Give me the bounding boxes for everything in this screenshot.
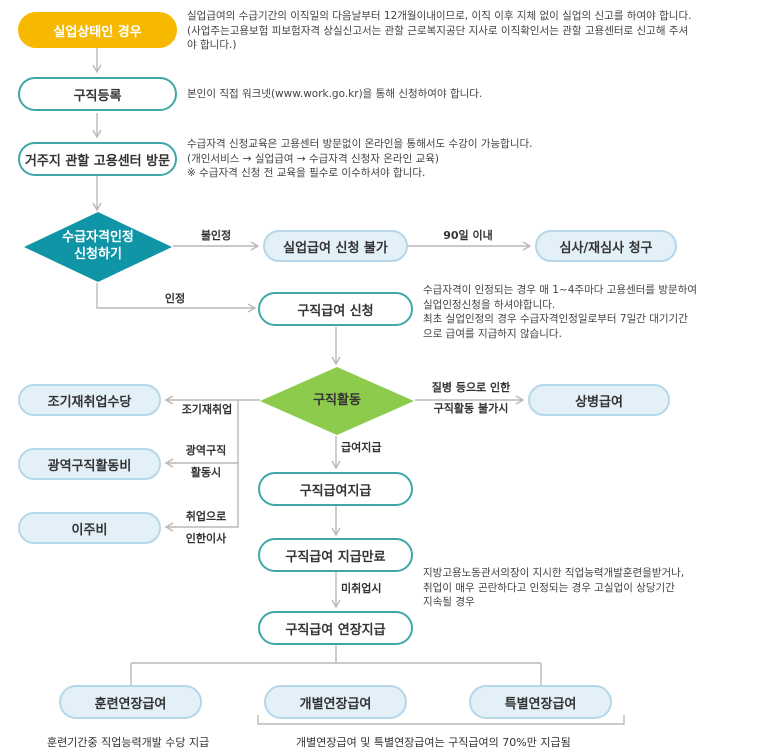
step-payment: 구직급여지급 bbox=[258, 472, 413, 506]
step-early-bonus-label: 조기재취업수당 bbox=[47, 394, 132, 410]
job-search-diamond bbox=[260, 367, 414, 435]
step-unemployed: 실업상태인 경우 bbox=[18, 12, 177, 48]
step-special-ext: 특별연장급여 bbox=[469, 685, 612, 719]
decision-diamond bbox=[24, 212, 172, 282]
step-individual-ext: 개별연장급여 bbox=[264, 685, 407, 719]
step-extension-label: 구직급여 연장지급 bbox=[285, 622, 386, 638]
note-register: 본인이 직접 워크넷(www.work.go.kr)을 통해 신청하여야 합니다… bbox=[187, 87, 687, 102]
step-payment-label: 구직급여지급 bbox=[299, 483, 372, 499]
step-apply-benefit: 구직급여 신청 bbox=[258, 292, 413, 326]
note-visit: 수급자격 신청교육은 고용센터 방문없이 온라인을 통해서도 수강이 가능합니다… bbox=[187, 137, 687, 181]
label-benefit-paid: 급여지급 bbox=[341, 441, 382, 454]
step-visit-label: 거주지 관할 고용센터 방문 bbox=[24, 153, 171, 169]
step-extension: 구직급여 연장지급 bbox=[258, 611, 413, 645]
caption-bracket bbox=[257, 715, 625, 725]
step-early-bonus: 조기재취업수당 bbox=[18, 384, 161, 416]
step-sick-benefit: 상병급여 bbox=[528, 384, 670, 416]
step-apply-benefit-label: 구직급여 신청 bbox=[297, 303, 374, 319]
note-visit-line3: ※ 수급자격 신청 전 교육을 필수로 이수하셔야 합니다. bbox=[187, 167, 426, 179]
job-search-label: 구직활동 bbox=[313, 392, 361, 408]
label-illness: 질병 등으로 인한 구직활동 불가시 bbox=[416, 380, 526, 417]
label-early-reemploy: 조기재취업 bbox=[181, 403, 233, 416]
step-special-ext-label: 특별연장급여 bbox=[504, 696, 577, 712]
note-apply-benefit-line1: 수급자격이 인정되는 경우 매 1~4주마다 고용센터를 방문하여 bbox=[423, 284, 698, 296]
label-illness-line1: 질병 등으로 인한 bbox=[431, 381, 511, 394]
note-apply-benefit-line4: 으로 급여를 지급하지 않습니다. bbox=[423, 327, 562, 340]
label-within-90: 90일 이내 bbox=[443, 229, 493, 242]
label-wide-area: 광역구직 활동시 bbox=[182, 443, 230, 481]
step-not-allowed-label: 실업급여 신청 불가 bbox=[283, 240, 388, 256]
step-wide-area: 광역구직활동비 bbox=[18, 448, 161, 480]
note-apply-benefit-line3: 최초 실업인정의 경우 수급자격인정일로부터 7일간 대기기간 bbox=[423, 313, 688, 325]
arrow-jobsearch-relocate bbox=[164, 463, 239, 532]
step-unemployed-label: 실업상태인 경우 bbox=[53, 24, 142, 40]
caption-training: 훈련기간중 직업능력개발 수당 지급 bbox=[47, 736, 210, 749]
note-expiry-line1: 지방고용노동관서의장이 지시한 직업능력개발훈련을받거나, bbox=[423, 567, 685, 579]
step-register-label: 구직등록 bbox=[73, 88, 122, 104]
job-search-label-wrap: 구직활동 bbox=[259, 366, 415, 436]
step-not-allowed: 실업급여 신청 불가 bbox=[263, 230, 408, 262]
note-visit-line2: (개인서비스 → 실업급여 → 수급자격 신청자 온라인 교육) bbox=[187, 152, 440, 165]
step-individual-ext-label: 개별연장급여 bbox=[299, 696, 372, 712]
note-unemployed-line3: 야 합니다.) bbox=[187, 39, 237, 51]
decision-label-line2: 신청하기 bbox=[74, 247, 122, 262]
step-training-ext-label: 훈련연장급여 bbox=[94, 696, 167, 712]
decision-label-line1: 수급자격인정 bbox=[62, 230, 134, 246]
step-training-ext: 훈련연장급여 bbox=[59, 685, 202, 719]
note-unemployed-line2: (사업주는고용보험 피보험자격 상실신고서는 관할 근로복지공단 지사로 이직확… bbox=[187, 24, 689, 37]
label-illness-line2: 구직활동 불가시 bbox=[433, 402, 509, 415]
caption-extension: 개별연장급여 및 특별연장급여는 구직급여의 70%만 지급됨 bbox=[296, 736, 571, 749]
note-expiry: 지방고용노동관서의장이 지시한 직업능력개발훈련을받거나, 취업이 매우 곤란하… bbox=[423, 566, 778, 610]
note-apply-benefit: 수급자격이 인정되는 경우 매 1~4주마다 고용센터를 방문하여 실업인정신청… bbox=[423, 283, 778, 341]
label-not-employed: 미취업시 bbox=[341, 582, 382, 595]
step-review: 심사/재심사 청구 bbox=[535, 230, 677, 262]
label-wide-area-line1: 광역구직 bbox=[185, 444, 227, 457]
step-expiry-label: 구직급여 지급만료 bbox=[285, 549, 386, 565]
note-register-line1: 본인이 직접 워크넷(www.work.go.kr)을 통해 신청하여야 합니다… bbox=[187, 88, 483, 100]
label-relocate: 취업으로 인한이사 bbox=[180, 509, 232, 547]
note-unemployed: 실업급여의 수급기간의 이직일의 다음날부터 12개월이내이므로, 이직 이후 … bbox=[187, 9, 777, 53]
step-relocation: 이주비 bbox=[18, 512, 161, 544]
step-expiry: 구직급여 지급만료 bbox=[258, 538, 413, 572]
step-sick-benefit-label: 상병급여 bbox=[575, 394, 623, 410]
step-relocation-label: 이주비 bbox=[71, 522, 108, 538]
label-relocate-line1: 취업으로 bbox=[185, 510, 227, 523]
step-visit: 거주지 관할 고용센터 방문 bbox=[18, 142, 177, 176]
note-expiry-line3: 지속될 경우 bbox=[423, 596, 475, 608]
note-unemployed-line1: 실업급여의 수급기간의 이직일의 다음날부터 12개월이내이므로, 이직 이후 … bbox=[187, 10, 692, 22]
note-expiry-line2: 취업이 매우 곤란하다고 인정되는 경우 고실업이 상당기간 bbox=[423, 581, 675, 594]
label-wide-area-line2: 활동시 bbox=[190, 466, 222, 479]
arrow-decision-apply bbox=[96, 283, 257, 313]
step-register: 구직등록 bbox=[18, 77, 177, 111]
label-relocate-line2: 인한이사 bbox=[185, 532, 227, 545]
note-visit-line1: 수급자격 신청교육은 고용센터 방문없이 온라인을 통해서도 수강이 가능합니다… bbox=[187, 138, 533, 150]
label-denied: 불인정 bbox=[200, 229, 232, 242]
note-apply-benefit-line2: 실업인정신청을 하셔야합니다. bbox=[423, 298, 556, 311]
step-wide-area-label: 광역구직활동비 bbox=[47, 458, 132, 474]
step-review-label: 심사/재심사 청구 bbox=[559, 240, 653, 256]
label-approved: 인정 bbox=[164, 292, 186, 305]
